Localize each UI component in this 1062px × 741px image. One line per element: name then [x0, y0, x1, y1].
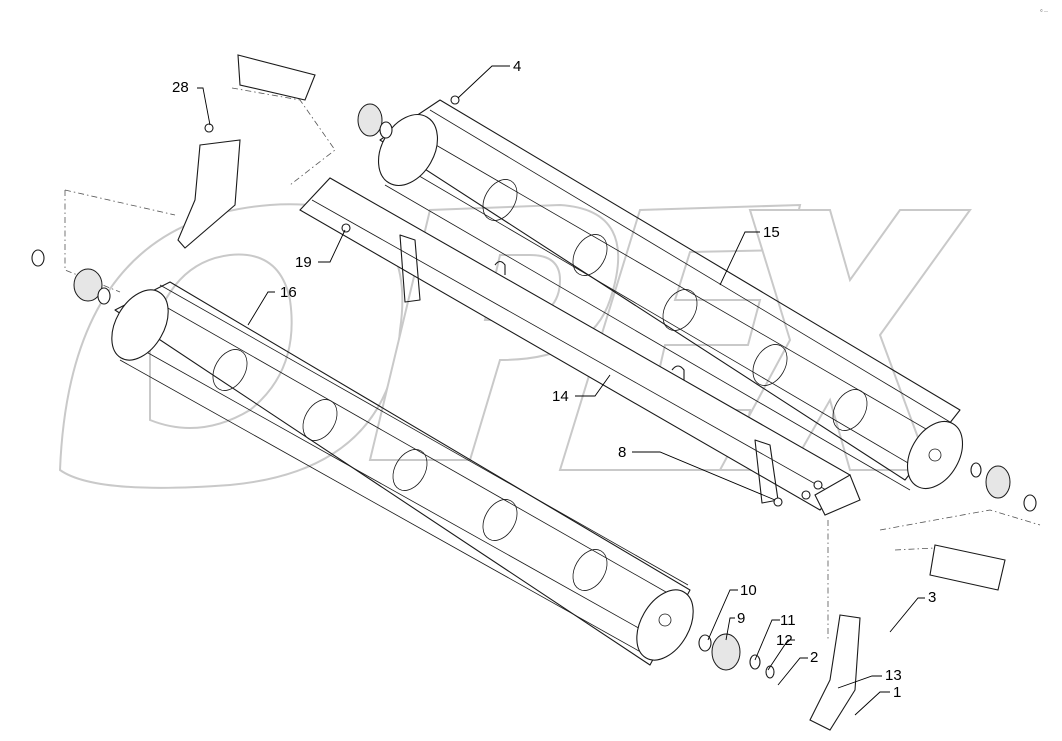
frame-beam — [299, 177, 861, 516]
callout-28: 28 — [172, 79, 189, 96]
assembly-lines — [64, 87, 1041, 640]
callout-13: 13 — [885, 667, 902, 684]
callout-16: 16 — [280, 284, 297, 301]
callout-10: 10 — [740, 582, 757, 599]
callout-8: 8 — [618, 444, 626, 461]
callout-3: 3 — [928, 589, 936, 606]
opex-watermark: © — — [58, 8, 1048, 489]
callout-14: 14 — [552, 388, 569, 405]
callout-2: 2 — [810, 649, 818, 666]
callout-1: 1 — [893, 684, 901, 701]
callout-15: 15 — [763, 224, 780, 241]
leader-lines — [197, 65, 925, 716]
upper-left-hardware — [31, 54, 460, 305]
lower-roller — [111, 281, 694, 666]
callout-19: 19 — [295, 254, 312, 271]
upper-roller — [377, 99, 964, 491]
callout-4: 4 — [513, 58, 521, 75]
right-hardware — [698, 462, 1037, 731]
callout-9: 9 — [737, 610, 745, 627]
callout-11: 11 — [780, 612, 796, 629]
callouts: 1 2 3 4 8 9 10 11 12 13 14 15 16 19 28 — [172, 58, 936, 701]
callout-12: 12 — [776, 632, 793, 649]
corner-mark: © — — [1040, 8, 1048, 13]
